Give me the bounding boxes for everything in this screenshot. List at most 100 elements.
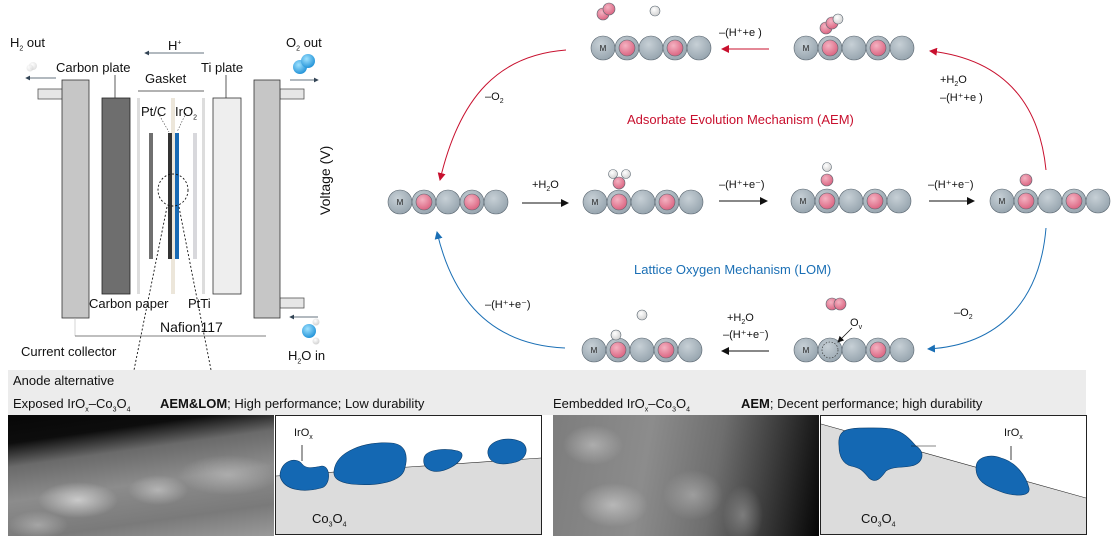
adsorbed-oxygen-atom [1019,173,1033,187]
aem-right-step-2: –(H⁺+e ) [940,92,983,104]
lattice-oxygen-atom [463,193,481,211]
step2-label: –(H⁺+e⁻) [719,179,765,191]
tem-image-embedded [553,415,819,536]
embedded-desc: AEM; Decent performance; high durability [741,396,983,411]
h2o-in-label: H2O in [288,348,326,366]
metal-label: M [600,44,607,53]
vacancy-label: Ov [850,317,863,332]
current-collector-label: Current collector [21,344,117,359]
left-current-collector [61,79,90,319]
h2-out-label: H2 out [10,35,45,53]
metal-label: M [803,44,810,53]
right-pipe-bottom [279,297,305,309]
metal-atom [889,35,915,61]
anode-title: Anode alternative [13,373,115,388]
metal-atom [678,189,704,215]
hydrogen-atom [610,329,622,341]
lom-title: Lattice Oxygen Mechanism (LOM) [634,262,832,277]
metal-atom [630,189,656,215]
left-pipe [37,88,64,100]
pt-ti-label: PtTi [188,296,211,311]
aem-arc-right [929,47,1047,171]
aem-right-step-1: +H2O [940,74,967,89]
metal-label: M [592,198,599,207]
hydrogen-atom [832,13,844,25]
lattice-oxygen-atom [869,39,887,57]
pt-c-layer [168,133,172,259]
metal-atom [435,189,461,215]
metal-atom [629,337,655,363]
hydrogen-atom [608,169,618,179]
adsorbed-oxygen-atom [612,176,626,190]
lattice-oxygen-atom [666,39,684,57]
lattice-oxygen-atom [1065,192,1083,210]
tem-image-exposed [8,415,274,536]
lattice-oxygen-atom [1017,192,1035,210]
exposed-iro-label: IrOx [294,427,313,442]
released-oxygen-atom [602,2,616,16]
metal-label: M [397,198,404,207]
metal-atom [677,337,703,363]
lattice-oxygen-atom [866,192,884,210]
adsorbed-oxygen-atom [820,173,834,187]
metal-atom [889,337,915,363]
aem-arc-left [437,49,567,181]
lom-mid-step-2: –(H⁺+e⁻) [723,329,769,341]
lattice-oxygen-atom [818,192,836,210]
lattice-oxygen-atom [658,193,676,211]
iro2-label: IrO2 [175,104,197,122]
lom-arc-right [927,227,1047,353]
exposed-title: Exposed IrOx–Co3O4 [13,396,131,414]
lattice-oxygen-atom [821,39,839,57]
catalyst-chains: M M M M M M M M [387,2,1111,363]
ti-plate [212,97,242,295]
step1-label: +H2O [532,179,559,194]
released-oxygen-atom [833,297,847,311]
metal-atom [1085,188,1111,214]
metal-label: M [800,197,807,206]
nafion-membrane [171,98,175,294]
schematic-embedded: IrOx Co3O4 [820,415,1087,535]
aem-top-step: –(H⁺+e ) [719,27,762,39]
h-plus-label: H+ [168,38,182,53]
pt-c-label: Pt/C [141,104,167,119]
anode-band [8,370,1086,415]
oxygen-vacancy [821,341,839,359]
lattice-oxygen-atom [610,193,628,211]
ti-plate-label: Ti plate [201,60,244,75]
carbon-paper [149,133,153,259]
lattice-oxygen-atom [618,39,636,57]
carbon-paper-label: Carbon paper [89,296,169,311]
right-current-collector [253,79,281,319]
metal-atom [1037,188,1063,214]
lattice-oxygen-atom [415,193,433,211]
metal-atom [886,188,912,214]
metal-atom [841,35,867,61]
schematic-exposed: IrOx Co3O4 [275,415,542,535]
step3-label: –(H⁺+e⁻) [928,179,974,191]
hydrogen-atom [621,169,631,179]
metal-atom [638,35,664,61]
aem-left-step: –O2 [485,91,504,106]
vacancy-pointer [837,327,853,343]
metal-atom [838,188,864,214]
nafion-label: Nafion117 [160,319,223,335]
lattice-oxygen-atom [869,341,887,359]
exposed-desc: AEM&LOM; High performance; Low durabilit… [160,396,425,411]
lom-arc-left [434,231,566,349]
lom-mid-step-1: +H2O [727,312,754,327]
metal-label: M [803,346,810,355]
lattice-oxygen-atom [657,341,675,359]
exposed-co3o4-label: Co3O4 [312,511,347,529]
metal-atom [686,35,712,61]
lom-right-step: –O2 [954,307,973,322]
h2o-molecule-icon [302,324,316,338]
aem-title: Adsorbate Evolution Mechanism (AEM) [627,112,854,127]
metal-label: M [591,346,598,355]
hydrogen-atom [636,309,648,321]
o2-out-label: O2 out [286,35,322,53]
metal-label: M [999,197,1006,206]
pt-ti [193,133,197,259]
iro2-layer [175,133,179,259]
